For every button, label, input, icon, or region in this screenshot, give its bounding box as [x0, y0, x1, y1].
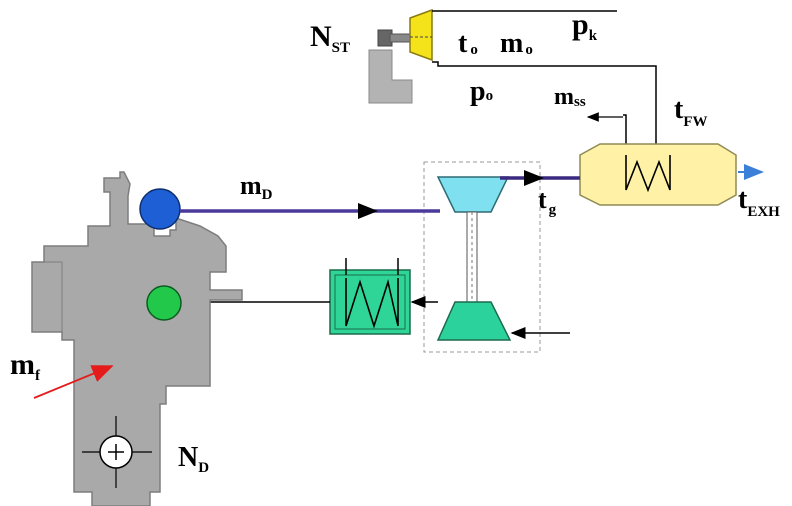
steam-turbine — [409, 8, 433, 62]
exhaust-boiler — [579, 143, 764, 206]
label-nst: NST — [310, 20, 350, 56]
cooler-coil — [345, 278, 399, 329]
crankshaft-icon — [82, 416, 152, 488]
turbine-shaft — [389, 33, 413, 43]
label-po: po — [470, 76, 493, 107]
turbocharger-frame — [423, 161, 541, 353]
label-pk: pk — [572, 8, 598, 44]
label-tfw: tFW — [674, 94, 708, 130]
gas-turbine — [436, 176, 510, 213]
air-receiver — [146, 285, 182, 321]
air-compressor — [436, 301, 512, 341]
turbocharger — [423, 161, 580, 353]
label-mf: mf — [10, 348, 41, 384]
generator-base — [368, 49, 413, 104]
steam-turbine-group — [368, 8, 657, 155]
label-mss: mss — [554, 84, 586, 110]
diesel-engine — [31, 171, 440, 506]
label-texh: tEXH — [738, 184, 780, 220]
boiler-coil — [625, 155, 671, 193]
label-nd: ND — [178, 442, 209, 476]
steam-line-condenser — [432, 61, 657, 155]
label-md: mD — [240, 171, 273, 203]
exhaust-receiver — [139, 188, 181, 230]
engine-body — [31, 171, 243, 506]
charge-air-cooler — [172, 258, 438, 335]
fuel-arrow — [33, 365, 114, 399]
feedwater-line — [623, 114, 627, 155]
